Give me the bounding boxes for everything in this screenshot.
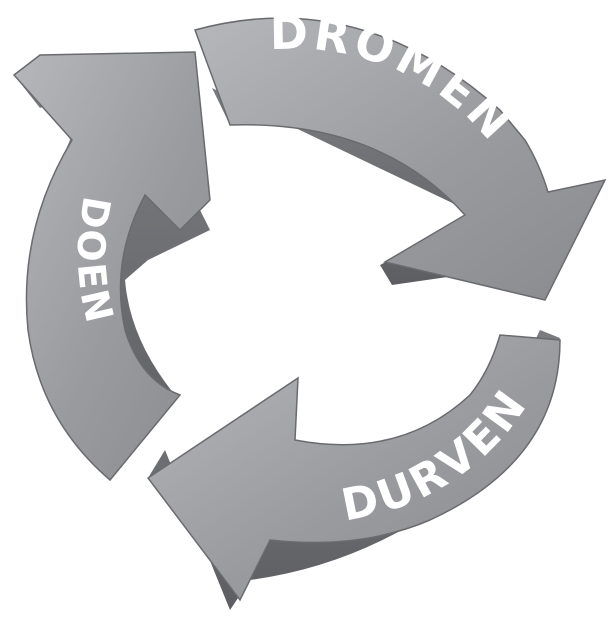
arrow-durven: DURVEN — [146, 330, 561, 610]
svg-text:DOEN: DOEN — [68, 193, 122, 329]
arrow-dromen-face — [194, 17, 607, 301]
label-doen: DOEN — [68, 193, 119, 329]
arrow-durven-face — [146, 334, 561, 602]
arrow-doen: DOEN — [12, 51, 211, 482]
arrow-dromen: DROMEN — [194, 5, 607, 301]
arrow-doen-face — [12, 51, 211, 482]
